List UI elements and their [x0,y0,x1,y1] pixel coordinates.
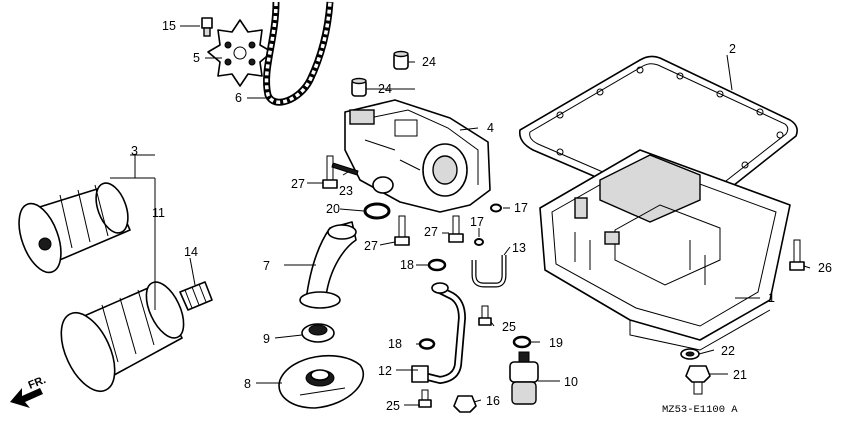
callout-3: 3 [131,144,138,158]
callout-8: 8 [244,377,251,391]
oil-filter-upper [18,182,131,274]
cap-nut-16 [453,395,477,413]
front-direction-arrow: FR. [10,374,48,408]
callout-25-b: 25 [386,399,400,413]
callout-18-b: 18 [388,337,402,351]
washer-17-b [474,238,484,246]
callout-23: 23 [339,184,353,198]
callout-16: 16 [486,394,500,408]
bolt-25-b [418,389,432,408]
drawing-code: MZ53-E1100 A [662,404,738,416]
oil-pan-gasket [518,55,798,217]
pump-pin [331,162,359,176]
callout-12: 12 [378,364,392,378]
callout-21: 21 [733,368,747,382]
o-ring-18-a [427,258,447,272]
oil-strainer [278,354,365,409]
callout-17-a: 17 [514,201,528,215]
callout-4: 4 [487,121,494,135]
callout-26: 26 [818,261,832,275]
filter-boss [179,281,213,311]
callout-18-a: 18 [400,258,414,272]
callout-11: 11 [152,206,165,220]
washer-17-a [490,203,502,213]
oil-filter-lower [60,281,185,392]
oil-pump-sprocket [207,19,273,87]
callout-7: 7 [263,259,270,273]
callout-numbers: 15 5 6 24 24 2 4 3 11 27 23 20 17 17 27 … [131,19,832,413]
callout-1: 1 [768,291,775,305]
dowel-pin-lower [351,77,367,97]
callout-19: 19 [549,336,563,350]
o-ring-19 [512,335,532,349]
callout-14: 14 [184,245,198,259]
callout-15: 15 [162,19,176,33]
callout-9: 9 [263,332,270,346]
callout-27-b: 27 [364,239,378,253]
drain-bolt-21 [685,365,711,395]
callout-17-b: 17 [470,215,484,229]
o-ring-20 [363,202,391,220]
callout-27-c: 27 [424,225,438,239]
callout-22: 22 [721,344,735,358]
callout-5: 5 [193,51,200,65]
bolt-25-a [478,305,492,326]
callout-27-a: 27 [291,177,305,191]
callout-24-upper: 24 [422,55,436,69]
callout-10: 10 [564,375,578,389]
oil-pressure-switch [509,351,539,405]
callout-20: 20 [326,202,340,216]
oil-pump [344,99,491,213]
callout-13: 13 [512,241,526,255]
callout-2: 2 [729,42,736,56]
oil-pipe-12 [411,282,467,385]
sprocket-bolt [201,17,213,37]
bolt-27-c [448,215,464,243]
callout-25-a: 25 [502,320,516,334]
leader-lines [110,25,811,406]
oil-pump-chain [263,1,334,106]
dowel-pin-upper [393,50,409,70]
front-direction-label: FR. [27,374,48,392]
callout-24-lower: 24 [378,82,392,96]
strainer-seal [301,323,335,343]
bolt-27-b [394,215,410,246]
oil-pan [539,149,791,351]
bolt-26 [789,239,805,271]
oil-strainer-pipe [299,221,357,309]
washer-22 [680,348,700,360]
callout-6: 6 [235,91,242,105]
oil-pipe-13 [471,255,507,288]
o-ring-18-b [418,338,436,350]
bolt-27-a [322,155,338,189]
